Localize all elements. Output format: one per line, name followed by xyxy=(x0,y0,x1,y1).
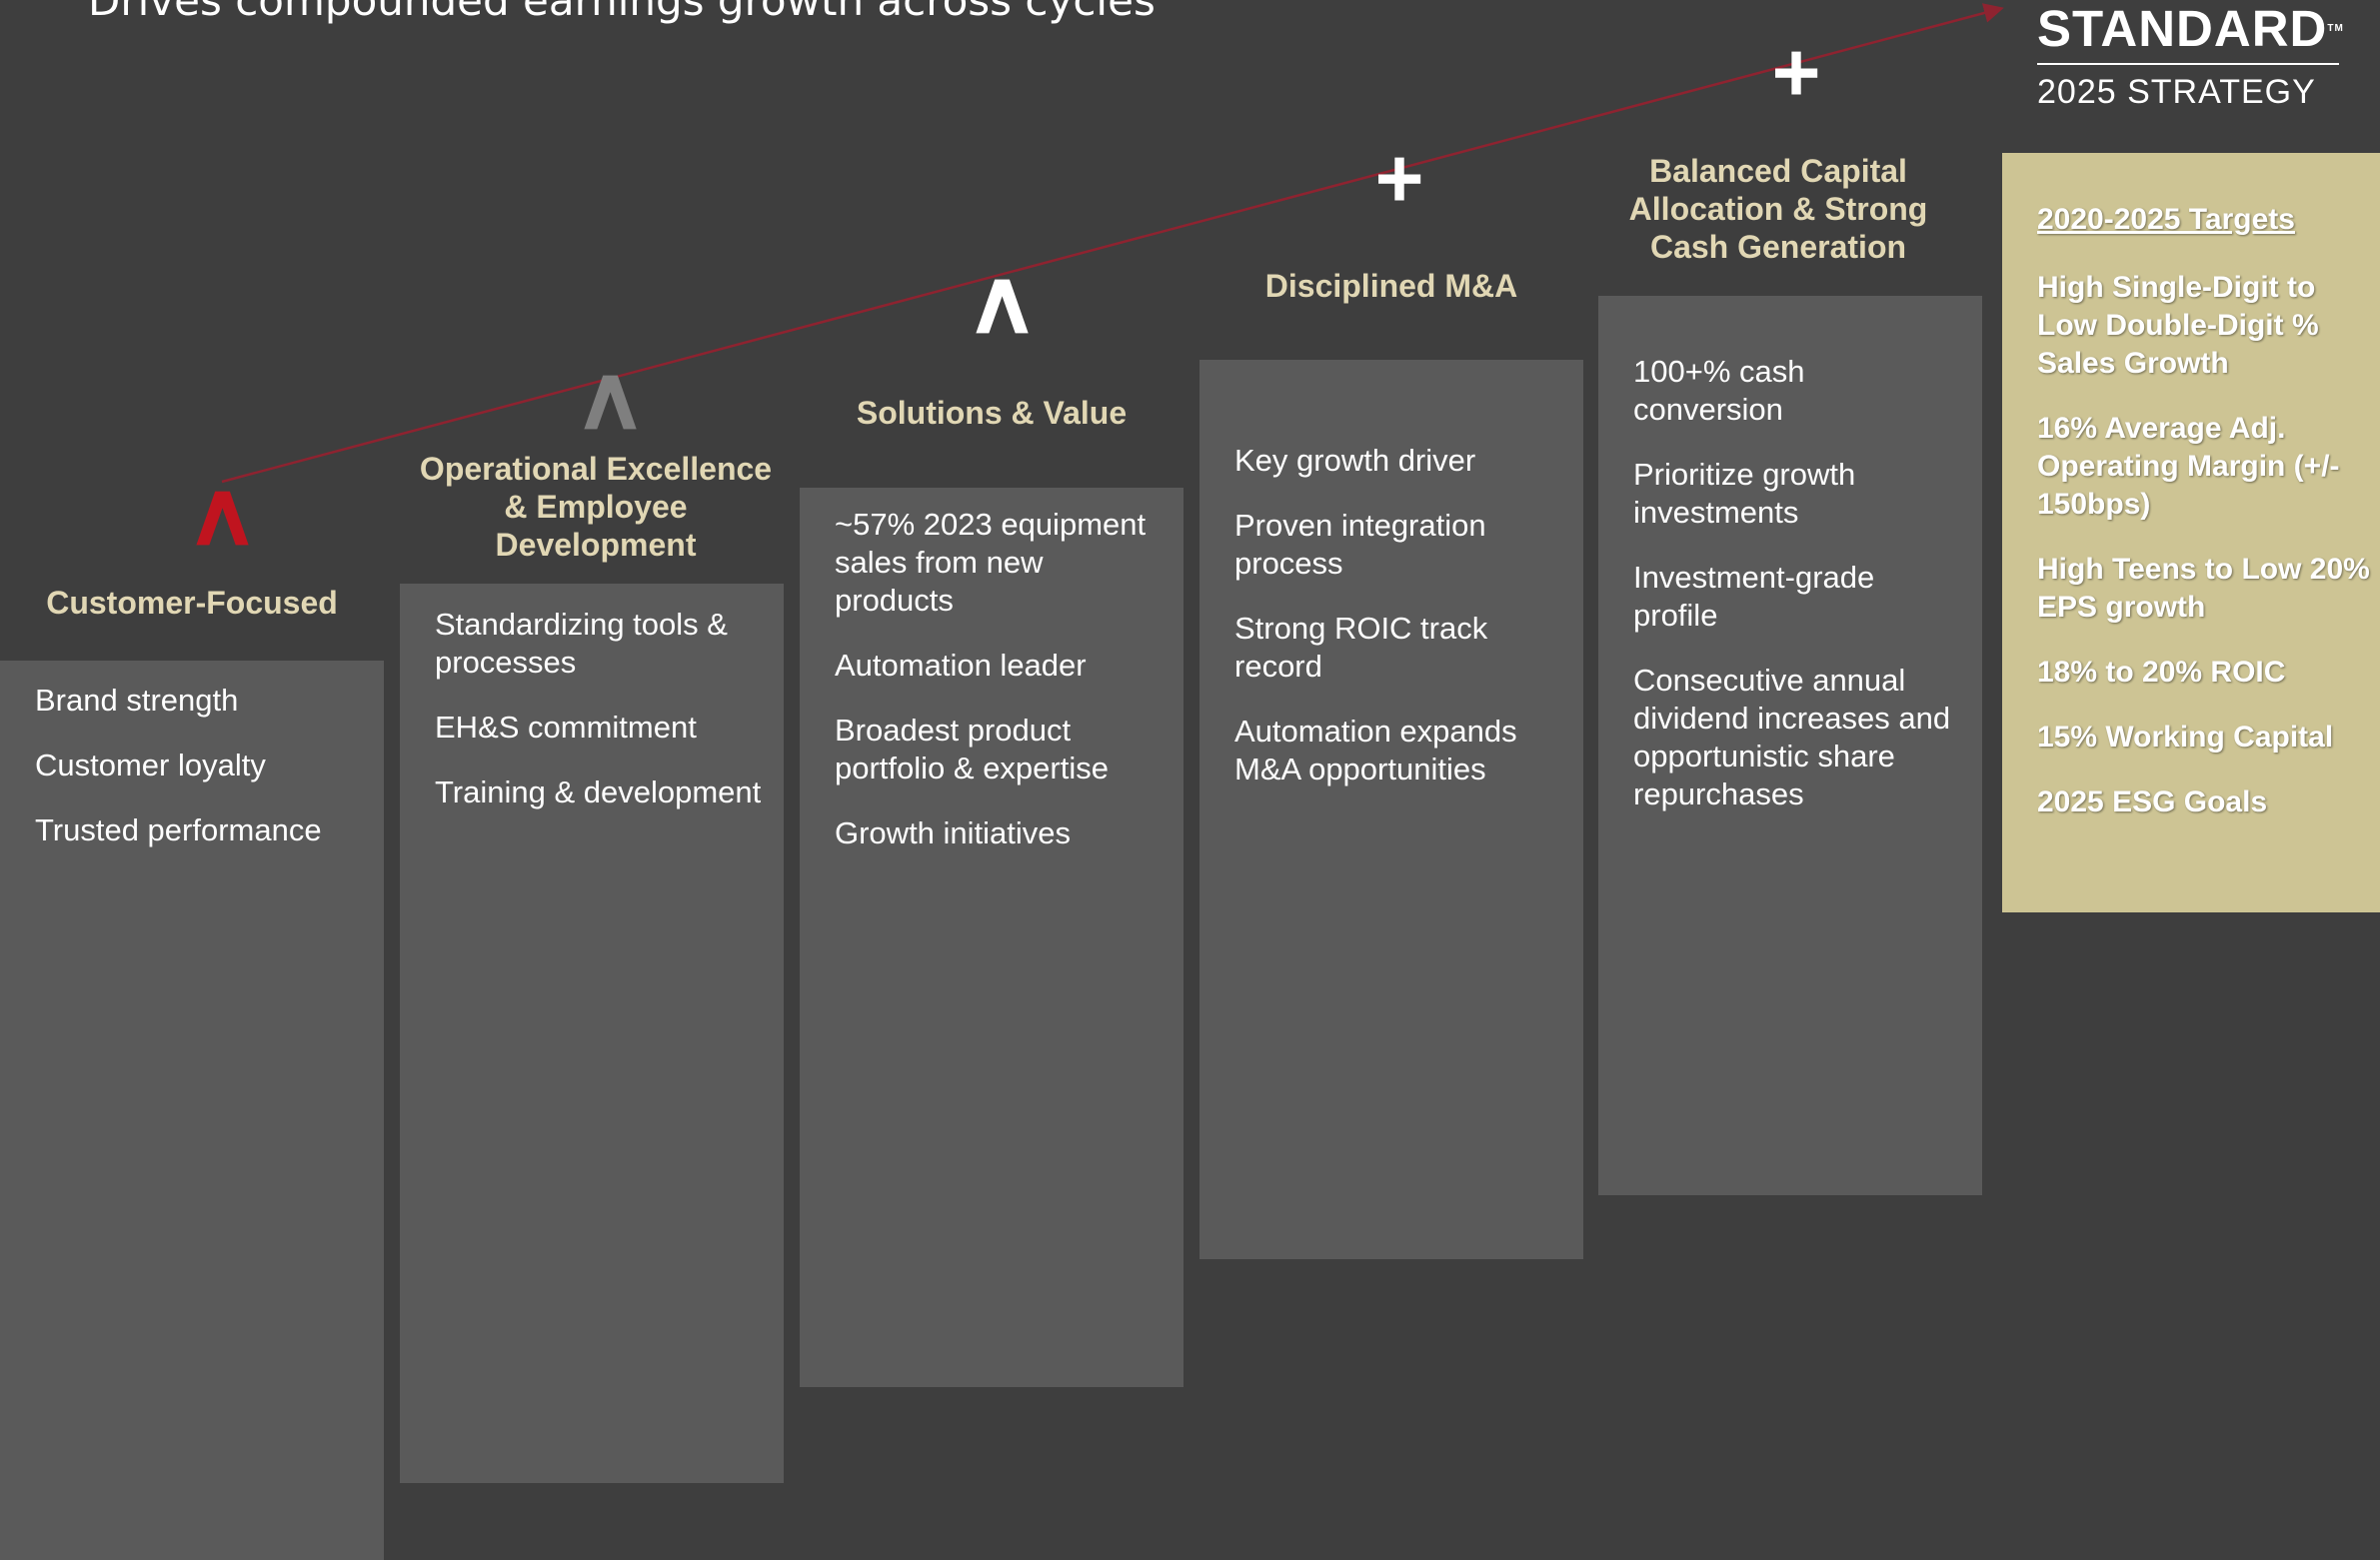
brand-divider xyxy=(2037,63,2339,65)
list-item: Automation expands M&A opportunities xyxy=(1234,714,1517,786)
list-item: Key growth driver xyxy=(1234,443,1476,478)
list-item: EH&S commitment xyxy=(435,710,697,745)
list-item: Strong ROIC track record xyxy=(1234,611,1488,684)
caret-icon-operational: ∧ xyxy=(573,348,648,447)
brand-tagline: 2025 STRATEGY xyxy=(2037,73,2316,111)
list-item: Broadest product portfolio & expertise xyxy=(835,713,1109,785)
pillar-panel-disciplined-ma: Key growth driver Proven integration pro… xyxy=(1199,360,1583,1259)
target-item: 18% to 20% ROIC xyxy=(2037,656,2286,689)
list-item: Growth initiatives xyxy=(835,815,1072,850)
target-item: 15% Working Capital xyxy=(2037,721,2334,754)
pillar-title-operational-excellence: Operational Excellence & Employee Develo… xyxy=(419,451,773,563)
headline: Drives compounded earnings growth across… xyxy=(88,0,1156,25)
targets-heading: 2020-2025 Targets xyxy=(2037,203,2295,236)
list-item: Trusted performance xyxy=(35,812,322,847)
targets-panel: 2020-2025 Targets High Single-Digit to L… xyxy=(2002,153,2380,912)
pillar-panel-balanced-capital: 100+% cash conversion Prioritize growth … xyxy=(1598,296,1982,1195)
pillar-panel-solutions-value: ~57% 2023 equipment sales from new produ… xyxy=(800,488,1184,1387)
trademark: TM xyxy=(2327,23,2344,34)
list-item: Proven integration process xyxy=(1234,508,1486,581)
list-item: ~57% 2023 equipment sales from new produ… xyxy=(835,507,1147,618)
list-item: Customer loyalty xyxy=(35,748,266,782)
pillar-panel-operational-excellence: Standardizing tools & processes EH&S com… xyxy=(400,584,784,1483)
targets-list: High Single-Digit to Low Double-Digit % … xyxy=(2037,269,2372,848)
pillar-panel-customer-focused: Brand strength Customer loyalty Trusted … xyxy=(0,661,384,1560)
target-item: High Single-Digit to Low Double-Digit % … xyxy=(2037,271,2319,380)
list-item: 100+% cash conversion xyxy=(1633,354,1805,427)
brand-logo: STANDARDTM 2025 STRATEGY xyxy=(2037,0,2344,111)
list-item: Standardizing tools & processes xyxy=(435,607,728,680)
list-item: Brand strength xyxy=(35,683,239,718)
list-item: Investment-grade profile xyxy=(1633,560,1875,633)
pillar-title-customer-focused: Customer-Focused xyxy=(46,585,338,621)
pillar-title-balanced-capital: Balanced Capital Allocation & Strong Cas… xyxy=(1628,153,1928,265)
target-item: High Teens to Low 20% EPS growth xyxy=(2037,553,2370,624)
list-item: Training & development xyxy=(435,775,762,809)
caret-icon-customer: ∧ xyxy=(185,464,260,563)
trend-line xyxy=(221,3,2004,484)
target-item: 2025 ESG Goals xyxy=(2037,785,2268,818)
pillar-title-disciplined-ma: Disciplined M&A xyxy=(1264,268,1518,304)
pillar-title-solutions-value: Solutions & Value xyxy=(856,395,1128,431)
list-item: Consecutive annual dividend increases an… xyxy=(1633,663,1951,811)
list-item: Prioritize growth investments xyxy=(1633,457,1856,530)
brand-name: STANDARDTM xyxy=(2037,0,2344,57)
caret-icon-solutions: ∧ xyxy=(965,252,1040,351)
target-item: 16% Average Adj. Operating Margin (+/- 1… xyxy=(2037,412,2340,521)
plus-icon-capital: + xyxy=(1771,25,1821,119)
list-item: Automation leader xyxy=(835,648,1087,683)
plus-icon-ma: + xyxy=(1374,131,1424,225)
growth-trend-arrow xyxy=(221,3,2004,484)
